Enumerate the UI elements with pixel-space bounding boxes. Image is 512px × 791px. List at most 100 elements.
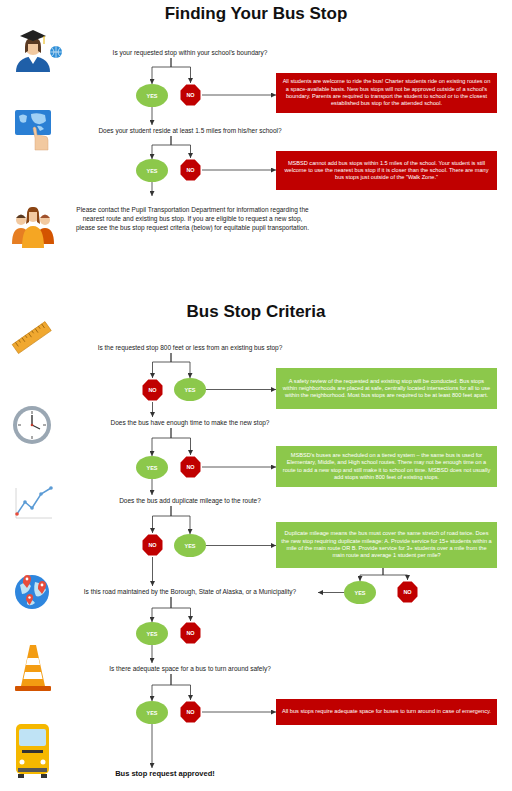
- node-text: YES: [146, 631, 157, 637]
- node-text: NO: [403, 589, 411, 595]
- node-text: YES: [184, 543, 195, 549]
- traffic-cone-icon-part: [24, 672, 43, 679]
- flow-connector: [153, 353, 172, 378]
- line-chart-icon-part: [39, 492, 43, 496]
- flow-connector: [202, 712, 276, 713]
- red-note-box: All students are welcome to ride the bus…: [276, 73, 497, 113]
- traffic-cone-icon: [15, 645, 51, 691]
- school-bus-icon: [16, 724, 49, 778]
- octagon-outline: [141, 533, 164, 557]
- flow-connector: [202, 95, 276, 96]
- globe-pins-icon-part: [28, 596, 30, 598]
- graduate-icon-part: [16, 56, 50, 72]
- yes-ellipse: YES: [136, 84, 168, 107]
- flow-connector: [171, 136, 191, 158]
- globe-pins-icon-part: [38, 581, 46, 594]
- question-text: Is this road maintained by the Borough, …: [62, 586, 318, 597]
- node-text: YES: [146, 168, 157, 174]
- globe-pins-icon-part: [26, 594, 33, 605]
- question-text: Is your requested stop within your schoo…: [60, 47, 320, 58]
- flow-connector: [152, 402, 153, 417]
- school-bus-icon-part: [19, 729, 46, 746]
- node-text: YES: [354, 590, 365, 596]
- node-text: NO: [186, 709, 194, 715]
- school-bus-icon-part: [18, 768, 47, 772]
- traffic-cone-icon-part: [26, 658, 40, 665]
- line-chart-icon-part: [30, 506, 34, 510]
- node-text: Does your student reside at least 1.5 mi…: [98, 125, 281, 136]
- flow-connector: [171, 58, 191, 83]
- school-bus-icon-part: [20, 760, 25, 765]
- ruler-icon-part-part: [12, 322, 51, 354]
- traffic-cone-icon-part: [21, 645, 45, 686]
- clock-icon-part: [17, 410, 47, 440]
- node-text: NO: [148, 542, 156, 548]
- flow-connector: [171, 506, 190, 534]
- globe-pins-icon: [15, 575, 49, 609]
- flow-connector: [206, 389, 276, 390]
- flow-connector: [360, 568, 383, 581]
- green-note-box: MSBSD's buses are scheduled on a tiered …: [276, 446, 497, 487]
- node-text: All bus stops require adequate space for…: [282, 708, 491, 715]
- green-note-box: Duplicate mileage means the bus must cov…: [276, 522, 497, 568]
- node-text: A safety review of the requested and exi…: [281, 378, 492, 400]
- globe-pins-icon-part: [15, 575, 49, 609]
- ruler-icon: [12, 322, 51, 354]
- yes-ellipse: YES: [136, 159, 168, 182]
- flow-connector: [202, 170, 276, 171]
- graduate-icon-part: [44, 36, 45, 44]
- octagon-outline: [179, 700, 202, 724]
- clock-icon: [13, 406, 51, 444]
- red-note-box: MSBSD cannot add bus stops within 1.5 mi…: [276, 151, 497, 190]
- line-chart-icon-part: [16, 488, 52, 518]
- page-title: Finding Your Bus Stop: [0, 4, 512, 24]
- question-text: Is there adequate space for a bus to tur…: [60, 663, 320, 674]
- node-text: Does the bus have enough time to make th…: [111, 417, 270, 428]
- node-text: YES: [146, 465, 157, 471]
- traffic-cone-icon-part: [15, 686, 51, 691]
- node-text: YES: [146, 93, 157, 99]
- flow-connector: [152, 182, 153, 196]
- node-text: NO: [186, 630, 194, 636]
- yes-ellipse: YES: [136, 701, 168, 724]
- graduate-icon-part: [28, 56, 38, 64]
- yes-ellipse: YES: [344, 581, 376, 604]
- flow-connector: [171, 597, 191, 621]
- node-text: YES: [146, 710, 157, 716]
- node-text: Is this road maintained by the Borough, …: [84, 586, 296, 597]
- ruler-icon-part: [12, 322, 51, 354]
- map-icon: [15, 110, 51, 150]
- result-text: Bus stop request approved!: [100, 768, 230, 780]
- section-title: Bus Stop Criteria: [0, 302, 512, 322]
- no-octagon: NO: [396, 580, 419, 604]
- node-text: Is your requested stop within your schoo…: [113, 47, 268, 58]
- flow-connector: [383, 568, 408, 580]
- globe-pins-icon-part: [41, 584, 44, 587]
- node-text: Bus stop request approved!: [115, 768, 215, 780]
- clock-icon-part: [31, 424, 34, 427]
- no-octagon: NO: [179, 700, 202, 724]
- people-icon-part: [16, 215, 26, 225]
- octagon-outline: [141, 378, 164, 402]
- map-icon-part: [37, 126, 44, 131]
- people-icon-part: [22, 226, 44, 248]
- flow-connector: [171, 353, 190, 378]
- line-chart-icon-part: [49, 486, 53, 490]
- ruler-icon-part-part: [15, 324, 44, 346]
- clock-icon-part: [31, 415, 32, 425]
- flow-connector: [152, 479, 153, 495]
- school-bus-icon-part: [41, 760, 46, 765]
- node-text: Does the bus add duplicate mileage to th…: [119, 495, 261, 506]
- node-text: MSBSD cannot add bus stops within 1.5 mi…: [281, 160, 492, 182]
- node-text: All students are welcome to ride the bus…: [281, 78, 492, 107]
- flow-connector: [152, 428, 171, 456]
- map-icon-part: [15, 110, 51, 135]
- no-octagon: NO: [179, 621, 202, 645]
- school-bus-icon-part: [18, 774, 24, 778]
- node-text: NO: [186, 92, 194, 98]
- flow-connector: [153, 506, 172, 533]
- flow-connector: [152, 58, 171, 84]
- flow-connector: [152, 724, 153, 768]
- people-icon-part: [16, 215, 26, 219]
